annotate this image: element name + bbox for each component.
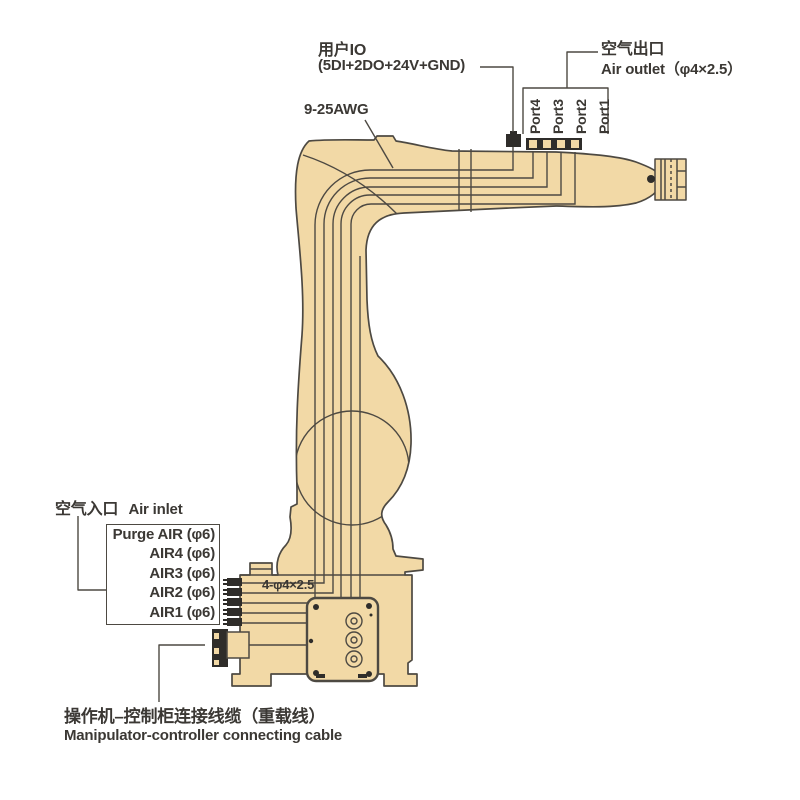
internal-routing-lines — [242, 147, 576, 646]
manipulator-body — [231, 135, 662, 687]
label-user-io: 用户IO — [318, 42, 367, 59]
ports-bracket — [522, 87, 609, 134]
label-user-io-detail: (5DI+2DO+24V+GND) — [318, 57, 466, 74]
port-label: Port1 — [596, 99, 612, 134]
base-access-panel — [305, 596, 380, 683]
awg-leader — [364, 119, 394, 169]
elbow-joint-arc — [302, 154, 398, 215]
label-cable-zh: 操作机–控制柜连接线缆（重载线） — [64, 707, 326, 726]
air-inlet-row: AIR1 (φ6) — [149, 603, 215, 621]
port-label: Port2 — [573, 99, 589, 134]
air-outlet-leader — [566, 51, 598, 88]
base-nubs — [316, 674, 367, 678]
cable-leader — [158, 644, 205, 702]
air-inlet-connectors — [223, 578, 242, 626]
air-inlet-row: Purge AIR (φ6) — [112, 526, 216, 543]
port-label: Port4 — [527, 99, 543, 134]
panel-connectors — [345, 612, 363, 668]
label-base-holes: 4-φ4×2.5 — [262, 577, 315, 592]
label-air-outlet-en: Air outlet（φ4×2.5） — [601, 61, 742, 78]
leader-lines — [77, 51, 609, 702]
label-cable-en: Manipulator-controller connecting cable — [64, 727, 343, 744]
label-air-inlet-en: Air inlet — [128, 501, 183, 518]
user-io-leader — [480, 66, 514, 132]
label-air-outlet-zh: 空气出口 — [601, 41, 665, 58]
user-io-connector — [506, 131, 521, 147]
air-inlet-row: AIR2 (φ6) — [149, 584, 215, 602]
heavy-cable-connector — [212, 629, 250, 667]
label-awg: 9-25AWG — [304, 101, 369, 118]
air-inlet-row: AIR4 (φ6) — [149, 545, 215, 563]
air-inlet-label-box: Purge AIR (φ6) AIR4 (φ6) AIR3 (φ6) AIR2 … — [106, 524, 220, 625]
port-label: Port3 — [550, 99, 566, 134]
air-outlet-ports — [526, 138, 582, 150]
wrist-flange — [647, 158, 687, 201]
air-inlet-row: AIR3 (φ6) — [149, 564, 215, 582]
label-air-inlet: 空气入口 Air inlet — [55, 495, 183, 519]
label-air-inlet-zh: 空气入口 — [55, 501, 119, 518]
air-inlet-bracket — [77, 516, 106, 591]
